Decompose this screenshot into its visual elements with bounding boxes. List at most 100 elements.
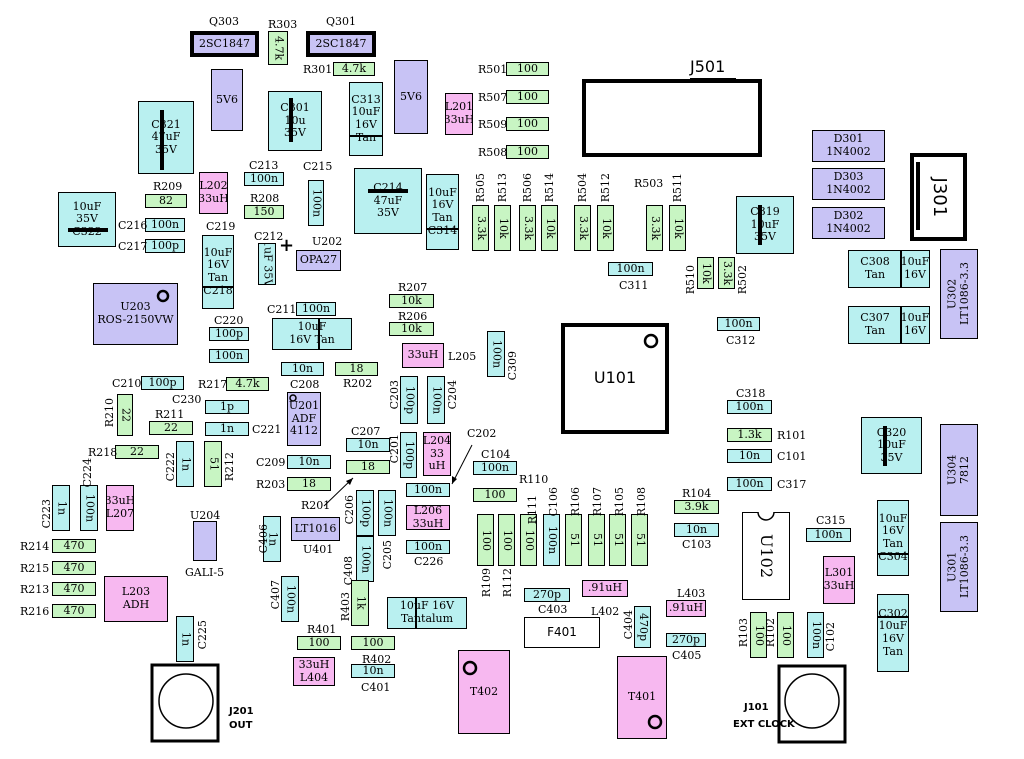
label-c404: C404 (622, 610, 635, 640)
component-r514: 10k (541, 205, 558, 251)
label-r106: R106 (569, 487, 582, 517)
component-r209: 82 (145, 194, 187, 208)
component-c406: 1n (263, 516, 281, 562)
component-text: 470 (63, 582, 85, 595)
component-r108: 51 (631, 514, 648, 566)
component-text: C319 (750, 205, 780, 219)
component-text: 35V (155, 142, 177, 156)
component-text: Tan (432, 211, 453, 224)
component-text: 16V (207, 258, 229, 272)
component-text: 10n (362, 664, 384, 677)
component-r107: 51 (588, 514, 605, 566)
component-text: 82 (159, 194, 173, 207)
label-c224: C224 (81, 458, 94, 488)
label-gali-5: GALI-5 (185, 566, 225, 579)
component-text: ROS-2150VW (97, 313, 174, 326)
label-r210: R210 (103, 398, 116, 428)
component-c104: 100n (473, 461, 517, 475)
component-text: 33uH (199, 192, 228, 205)
label-c216: C216 (118, 219, 148, 232)
label-c407: C407 (269, 580, 282, 610)
component-text: 10uF (877, 438, 906, 452)
polarity-bar-c304 (877, 553, 909, 555)
component-text: 470p (636, 612, 650, 642)
polarity-bar-c321 (160, 110, 164, 170)
label-c208: C208 (290, 378, 320, 391)
component-text: 100 (479, 529, 493, 551)
component-c221: 1n (205, 422, 249, 436)
label-c403: C403 (538, 603, 568, 616)
polarity-bar-c409 (415, 597, 417, 629)
component-text: 10k (543, 217, 557, 239)
component-text: D302 (833, 209, 864, 223)
component-text: L206 (413, 505, 443, 517)
component-r211: 22 (149, 421, 193, 435)
label-c223: C223 (40, 499, 53, 529)
component-q303: 2SC1847 (190, 31, 259, 57)
polarity-bar-c218 (202, 286, 234, 288)
component-text: 35V (284, 126, 306, 140)
label-r505: R505 (474, 173, 487, 203)
label-r511: R511 (671, 173, 684, 203)
label-r202: R202 (343, 377, 373, 390)
label-r214: R214 (20, 540, 50, 553)
component-r506: 3.3k (519, 205, 536, 251)
component-text: 100n (480, 461, 510, 474)
component-r508: 100 (506, 145, 549, 159)
label-r217: R217 (198, 378, 228, 391)
label-c318: C318 (736, 387, 766, 400)
label-l402: L402 (591, 605, 620, 618)
component-r401: 100 (297, 636, 341, 650)
component-c223: 1n (52, 485, 70, 531)
label-c225: C225 (196, 620, 209, 650)
component-c408: 100n (356, 536, 374, 582)
component-c225: 1n (176, 616, 194, 662)
component-text: C308 (860, 255, 890, 269)
component-r214: 470 (52, 539, 96, 553)
component-text: C313 (351, 92, 381, 106)
component-text: U201 (288, 399, 320, 413)
component-text: 1n (55, 500, 69, 516)
component-text: C321 (151, 117, 181, 131)
component-text: 100n (814, 528, 843, 541)
component-text: L301 (824, 566, 854, 580)
component-text: 10uF (203, 245, 233, 259)
component-c401: 10n (351, 664, 395, 678)
label-r504: R504 (576, 173, 589, 203)
component-r507: 100 (506, 90, 549, 104)
component-c317: 100n (727, 477, 772, 491)
component-r218: 22 (115, 445, 159, 459)
label-c312: C312 (726, 334, 756, 347)
component-c403: 270p (524, 588, 570, 602)
component-f401: F401 (524, 617, 600, 648)
component-text: 18 (302, 477, 316, 490)
component-c212: 1uF 35V (258, 243, 276, 285)
component-text: 100 (779, 624, 793, 646)
component-text: 100n (545, 525, 559, 555)
component-text: 22 (119, 408, 133, 422)
component-j501 (582, 79, 762, 157)
label-l205: L205 (448, 350, 477, 363)
component-text: 5V6 (400, 89, 422, 103)
component-text: 10uF (72, 199, 102, 213)
component-text: 10n (298, 455, 320, 468)
component-u101: U101 (561, 323, 669, 434)
component-c222: 1n (176, 441, 194, 487)
component-text: 16V (904, 324, 926, 337)
component-text: 10k (599, 217, 613, 239)
polarity-bar-c319 (758, 205, 762, 245)
component-text: 33uH (823, 579, 855, 592)
component-c312: 100n (717, 317, 760, 331)
component-c203: 100p (400, 376, 418, 424)
component-r110: 100 (473, 488, 517, 502)
